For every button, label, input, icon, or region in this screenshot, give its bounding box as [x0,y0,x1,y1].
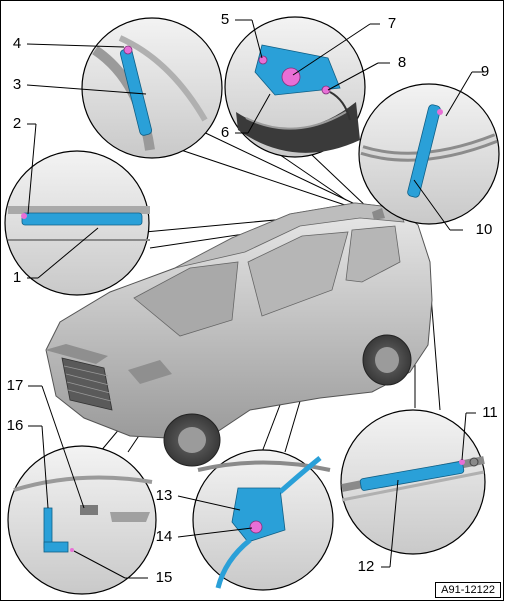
callout-label: 3 [12,76,22,93]
callout-label: 16 [6,417,24,434]
detail-bubble-underbody [192,449,334,591]
detail-bubble-roof-right [358,83,500,225]
callout-label: 12 [357,558,375,575]
callout-label: 1 [12,269,22,286]
callout-label: 4 [12,35,22,52]
callout-label: 9 [480,63,490,80]
detail-bubble-side-left [4,150,150,296]
detail-bubble-door-left [7,445,157,595]
callout-label: 7 [387,15,397,32]
callout-label: 15 [155,569,173,586]
callout-label: 11 [482,404,498,421]
detail-bubble-door-right [340,409,486,555]
callout-label: 10 [475,221,493,238]
callout-label: 17 [6,377,24,394]
callout-label: 14 [155,528,173,545]
detail-bubble-roof-center [224,16,366,158]
callout-label: 8 [397,54,407,71]
callout-label: 5 [220,11,230,28]
leader-lines [26,19,484,579]
callout-label: 2 [12,115,22,132]
detail-bubble-roof-left [81,17,223,159]
callout-label: 13 [155,487,173,504]
callout-label: 6 [220,124,230,141]
figure-identifier: A91-12122 [435,582,501,598]
vehicle-illustration [45,202,433,467]
